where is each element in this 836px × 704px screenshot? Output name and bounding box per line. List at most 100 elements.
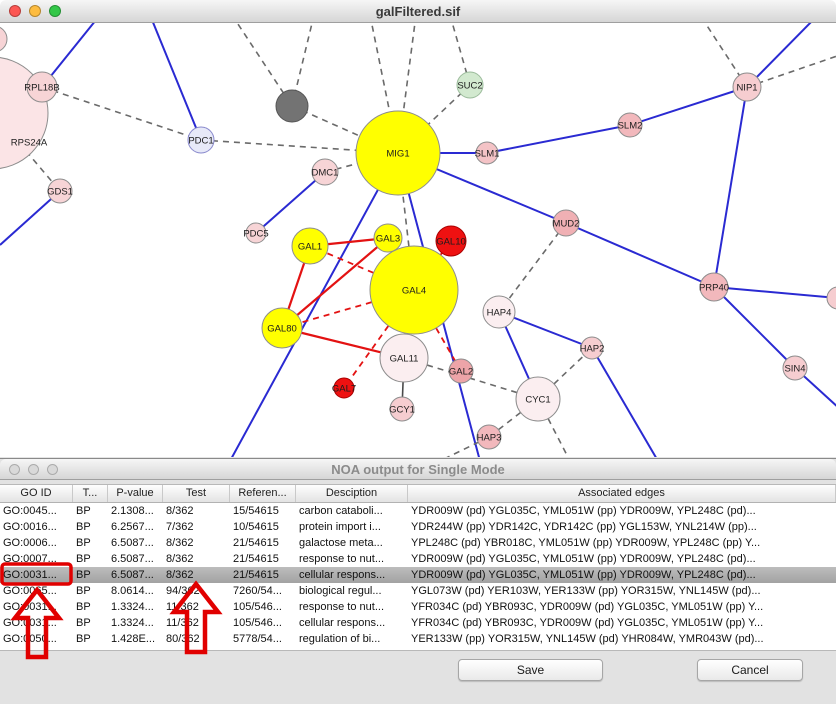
zoom-button-inactive[interactable] [47, 463, 58, 475]
node-label-mig1: MIG1 [386, 149, 409, 160]
node-gal7[interactable] [333, 377, 355, 399]
cell-type: BP [76, 537, 91, 549]
cell-test: 8/362 [166, 537, 194, 549]
cell-reference: 21/54615 [233, 553, 279, 565]
node-label-sin4: SIN4 [784, 364, 805, 375]
node-mud2[interactable] [552, 209, 580, 237]
graph-edge [486, 124, 631, 154]
node-slm1[interactable] [475, 141, 499, 165]
cell-type: BP [76, 633, 91, 645]
cell-p_value: 6.5087... [111, 537, 154, 549]
node-suc2[interactable] [456, 71, 484, 99]
node-pdc1[interactable] [187, 126, 215, 154]
cancel-button[interactable]: Cancel [697, 659, 803, 681]
node-label-nip1: NIP1 [736, 83, 757, 94]
node-pdc5[interactable] [245, 222, 267, 244]
node-nip1[interactable] [732, 72, 762, 102]
cell-reference: 15/54615 [233, 505, 279, 517]
node-msn[interactable] [826, 286, 836, 310]
node-label-gal11: GAL11 [390, 354, 419, 365]
cell-description: regulation of bi... [299, 633, 381, 645]
minimize-button-inactive[interactable] [28, 463, 39, 475]
window-controls [9, 0, 61, 22]
node-corner[interactable] [0, 26, 8, 52]
cell-go_id: GO:0031... [3, 617, 57, 629]
cell-edges: YGL073W (pd) YER103W, YER133W (pp) YOR31… [411, 585, 761, 597]
close-button-inactive[interactable] [9, 463, 20, 475]
node-label-gal7: GAL7 [332, 384, 356, 395]
close-button[interactable] [9, 5, 21, 17]
column-header-reference[interactable]: Referen... [230, 485, 296, 502]
node-cyc1[interactable] [515, 376, 561, 422]
node-gal2[interactable] [448, 358, 474, 384]
node-sin4[interactable] [782, 355, 808, 381]
node-label-mud2: MUD2 [553, 219, 580, 230]
cell-go_id: GO:0031... [3, 569, 57, 581]
network-window-title: galFiltered.sif [375, 3, 461, 19]
column-header-go_id[interactable]: GO ID [0, 485, 73, 502]
node-slm2[interactable] [617, 112, 643, 138]
cell-go_id: GO:0065... [3, 585, 57, 597]
column-header-edges[interactable]: Associated edges [408, 485, 836, 502]
node-gal10[interactable] [435, 225, 467, 257]
column-header-p_value[interactable]: P-value [108, 485, 163, 502]
cell-p_value: 1.3324... [111, 601, 154, 613]
cell-type: BP [76, 521, 91, 533]
graph-edge [309, 245, 415, 291]
network-graph: RPS24ARPL18BGDS1PDC1DMC1MIG1SUC2SLM1SLM2… [0, 23, 836, 457]
minimize-button[interactable] [29, 5, 41, 17]
cell-type: BP [76, 617, 91, 629]
node-gray1[interactable] [275, 89, 309, 123]
noa-window-titlebar[interactable]: NOA output for Single Mode [0, 459, 836, 480]
node-gcy1[interactable] [389, 396, 415, 422]
network-window-titlebar[interactable]: galFiltered.sif [0, 0, 836, 23]
save-button[interactable]: Save [458, 659, 603, 681]
cell-test: 11/362 [166, 617, 199, 629]
node-hap3[interactable] [476, 424, 502, 450]
cell-type: BP [76, 569, 91, 581]
cell-test: 7/362 [166, 521, 194, 533]
cell-test: 11/362 [166, 601, 199, 613]
node-label-rpl18b: RPL18B [24, 83, 59, 94]
column-header-test[interactable]: Test [163, 485, 230, 502]
node-prp40[interactable] [699, 272, 729, 302]
graph-edge [498, 222, 567, 313]
zoom-button[interactable] [49, 5, 61, 17]
graph-edge [281, 237, 389, 329]
node-hap4[interactable] [482, 295, 516, 329]
cell-description: galactose meta... [299, 537, 383, 549]
node-label-cyc1: CYC1 [525, 395, 550, 406]
node-gal1[interactable] [291, 227, 329, 265]
node-gal3[interactable] [373, 223, 403, 253]
node-label-suc2: SUC2 [457, 81, 482, 92]
node-gal4[interactable] [369, 245, 459, 335]
node-hap2[interactable] [580, 336, 604, 360]
node-gal11[interactable] [379, 333, 429, 383]
cell-p_value: 8.0614... [111, 585, 154, 597]
column-header-description[interactable]: Desciption [296, 485, 408, 502]
node-rpl18b[interactable] [26, 71, 58, 103]
cell-p_value: 6.5087... [111, 553, 154, 565]
node-gal80[interactable] [261, 307, 303, 349]
node-mig1[interactable] [355, 110, 441, 196]
cell-go_id: GO:0007... [3, 553, 57, 565]
cell-edges: YDR009W (pd) YGL035C, YML051W (pp) YDR00… [411, 553, 756, 565]
cell-description: cellular respons... [299, 569, 386, 581]
column-header-type[interactable]: T... [73, 485, 108, 502]
node-gds1[interactable] [47, 178, 73, 204]
node-dmc1[interactable] [311, 158, 339, 186]
cell-description: cellular respons... [299, 617, 386, 629]
noa-window-controls [9, 459, 58, 479]
